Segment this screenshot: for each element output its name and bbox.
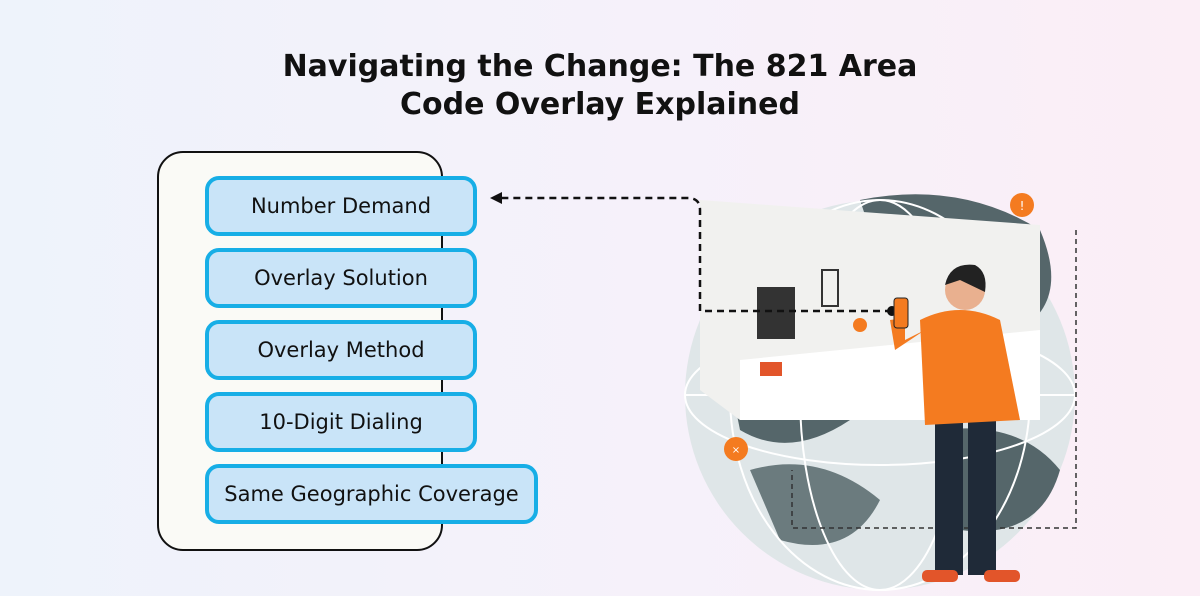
svg-text:×: × [732, 445, 740, 456]
item-overlay-method: Overlay Method [205, 320, 477, 380]
person [890, 264, 1020, 582]
svg-text:!: ! [1020, 199, 1025, 213]
title-line-1: Navigating the Change: The 821 Area [282, 49, 918, 84]
close-icon: × [724, 437, 748, 461]
connector-arrow [500, 196, 892, 313]
item-same-geographic-coverage: Same Geographic Coverage [205, 464, 538, 524]
alert-icon: ! [1010, 193, 1034, 217]
title-line-2: Code Overlay Explained [399, 87, 800, 122]
item-10-digit-dialing: 10-Digit Dialing [205, 392, 477, 452]
item-overlay-solution: Overlay Solution [205, 248, 477, 308]
item-number-demand: Number Demand [205, 176, 477, 236]
page-title: Navigating the Change: The 821 Area Code… [0, 48, 1200, 124]
